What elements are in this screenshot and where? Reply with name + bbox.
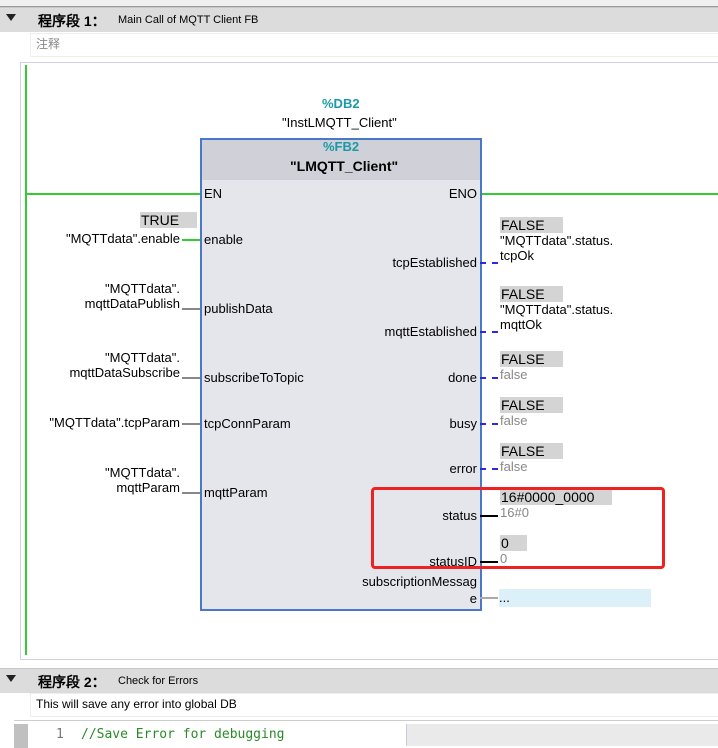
code-comment[interactable]: //Save Error for debugging [81, 727, 285, 742]
collapse-icon[interactable] [6, 675, 16, 682]
instance-db-number: %DB2 [322, 96, 360, 111]
network-1-header[interactable]: 程序段 1： Main Call of MQTT Client FB [0, 7, 718, 32]
collapse-icon[interactable] [6, 14, 16, 21]
en-wire [27, 193, 200, 195]
operand-publish[interactable]: "MQTTdata".mqttDataPublish [84, 281, 180, 311]
pin-mqttestablished: mqttEstablished [384, 324, 478, 339]
ladder-network-1 [20, 62, 718, 660]
monitor-value: TRUE [140, 212, 198, 228]
fb-header [202, 140, 480, 180]
eno-wire [480, 193, 718, 195]
wire [480, 377, 498, 379]
network-2-comment[interactable]: This will save any error into global DB [30, 693, 718, 717]
pin-en: EN [204, 186, 223, 201]
operand-subscribe[interactable]: "MQTTdata".mqttDataSubscribe [69, 350, 180, 380]
operand-tcpok[interactable]: FALSE"MQTTdata".status.tcpOk [500, 217, 614, 263]
operand-mqttparam[interactable]: "MQTTdata".mqttParam [105, 465, 180, 495]
pin-tcpestablished: tcpEstablished [392, 255, 477, 270]
pin-error: error [449, 461, 477, 476]
pin-publishdata: publishData [204, 301, 273, 316]
pin-status: status [442, 508, 477, 523]
power-rail [25, 65, 27, 655]
operand-subscriptionmessage[interactable]: ... [499, 589, 651, 607]
network-title: 程序段 1： [38, 13, 106, 29]
operand-tcpparam[interactable]: "MQTTdata".tcpParam [49, 415, 180, 430]
pin-eno: ENO [448, 186, 477, 201]
wire [182, 492, 200, 494]
scl-editor[interactable]: 1 //Save Error for debugging [14, 720, 718, 748]
pin-mqttparam: mqttParam [204, 485, 268, 500]
wire [480, 262, 498, 264]
top-scroll-strip [0, 0, 718, 7]
pin-busy: busy [449, 416, 477, 431]
network-title: 程序段 2： [38, 674, 106, 690]
wire [182, 308, 200, 310]
operand-mqttok[interactable]: FALSE"MQTTdata".status.mqttOk [500, 286, 614, 332]
instance-db-name[interactable]: "InstLMQTT_Client" [282, 115, 397, 130]
network-subtitle: Main Call of MQTT Client FB [118, 14, 259, 26]
wire [182, 239, 200, 241]
function-block[interactable] [200, 138, 482, 611]
highlight-box [371, 487, 665, 569]
pin-done: done [448, 370, 477, 385]
wire [480, 597, 498, 599]
pin-statusid: statusID [429, 554, 477, 569]
operand-enable[interactable]: "MQTTdata".enable [65, 231, 180, 246]
network-2-header[interactable]: 程序段 2： Check for Errors [0, 668, 718, 693]
wire [480, 515, 498, 517]
pin-enable: enable [204, 232, 244, 247]
pin-tcpconnparam: tcpConnParam [204, 416, 291, 431]
network-1-comment[interactable]: 注释 [30, 33, 718, 57]
network-subtitle: Check for Errors [118, 675, 199, 687]
fb-name: "LMQTT_Client" [290, 158, 399, 174]
line-number: 1 [56, 727, 64, 742]
pin-subscribetotopic: subscribeToTopic [204, 370, 304, 385]
fb-number: %FB2 [323, 139, 360, 154]
wire [182, 377, 200, 379]
editor-side-panel [406, 724, 718, 746]
wire [480, 331, 498, 333]
wire [480, 423, 498, 425]
wire [182, 423, 200, 425]
wire [480, 468, 498, 470]
wire [480, 561, 498, 563]
